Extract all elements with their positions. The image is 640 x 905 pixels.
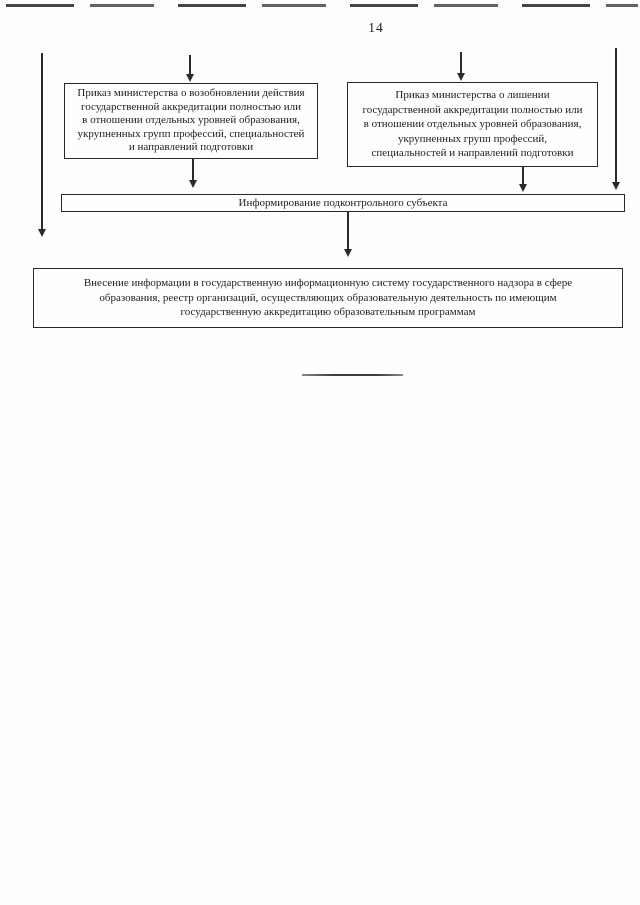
bar-informing-controlled-subject: Информирование подконтрольного субъекта: [61, 194, 625, 212]
down-arrow-connector-left-bypass: [41, 53, 43, 230]
box-order-resume-accreditation: Приказ министерства о возобновлении дейс…: [64, 83, 318, 159]
down-arrow-connector-right-bypass: [615, 48, 617, 183]
down-arrow-connector-into-resume-box: [189, 55, 191, 75]
box-entry-into-state-information-system: Внесение информации в государственную ин…: [33, 268, 623, 328]
down-arrow-connector-into-deprive-box: [460, 52, 462, 74]
page-number: 14: [368, 20, 384, 35]
down-arrow-connector-resume-to-bar: [192, 158, 194, 181]
box-order-deprive-accreditation: Приказ министерства о лишении государств…: [347, 82, 598, 167]
down-arrow-connector-bar-to-entry-box: [347, 211, 349, 250]
scan-artifact-line: [6, 4, 638, 7]
footnote-separator-rule: [302, 374, 403, 376]
down-arrow-connector-deprive-to-bar: [522, 167, 524, 185]
